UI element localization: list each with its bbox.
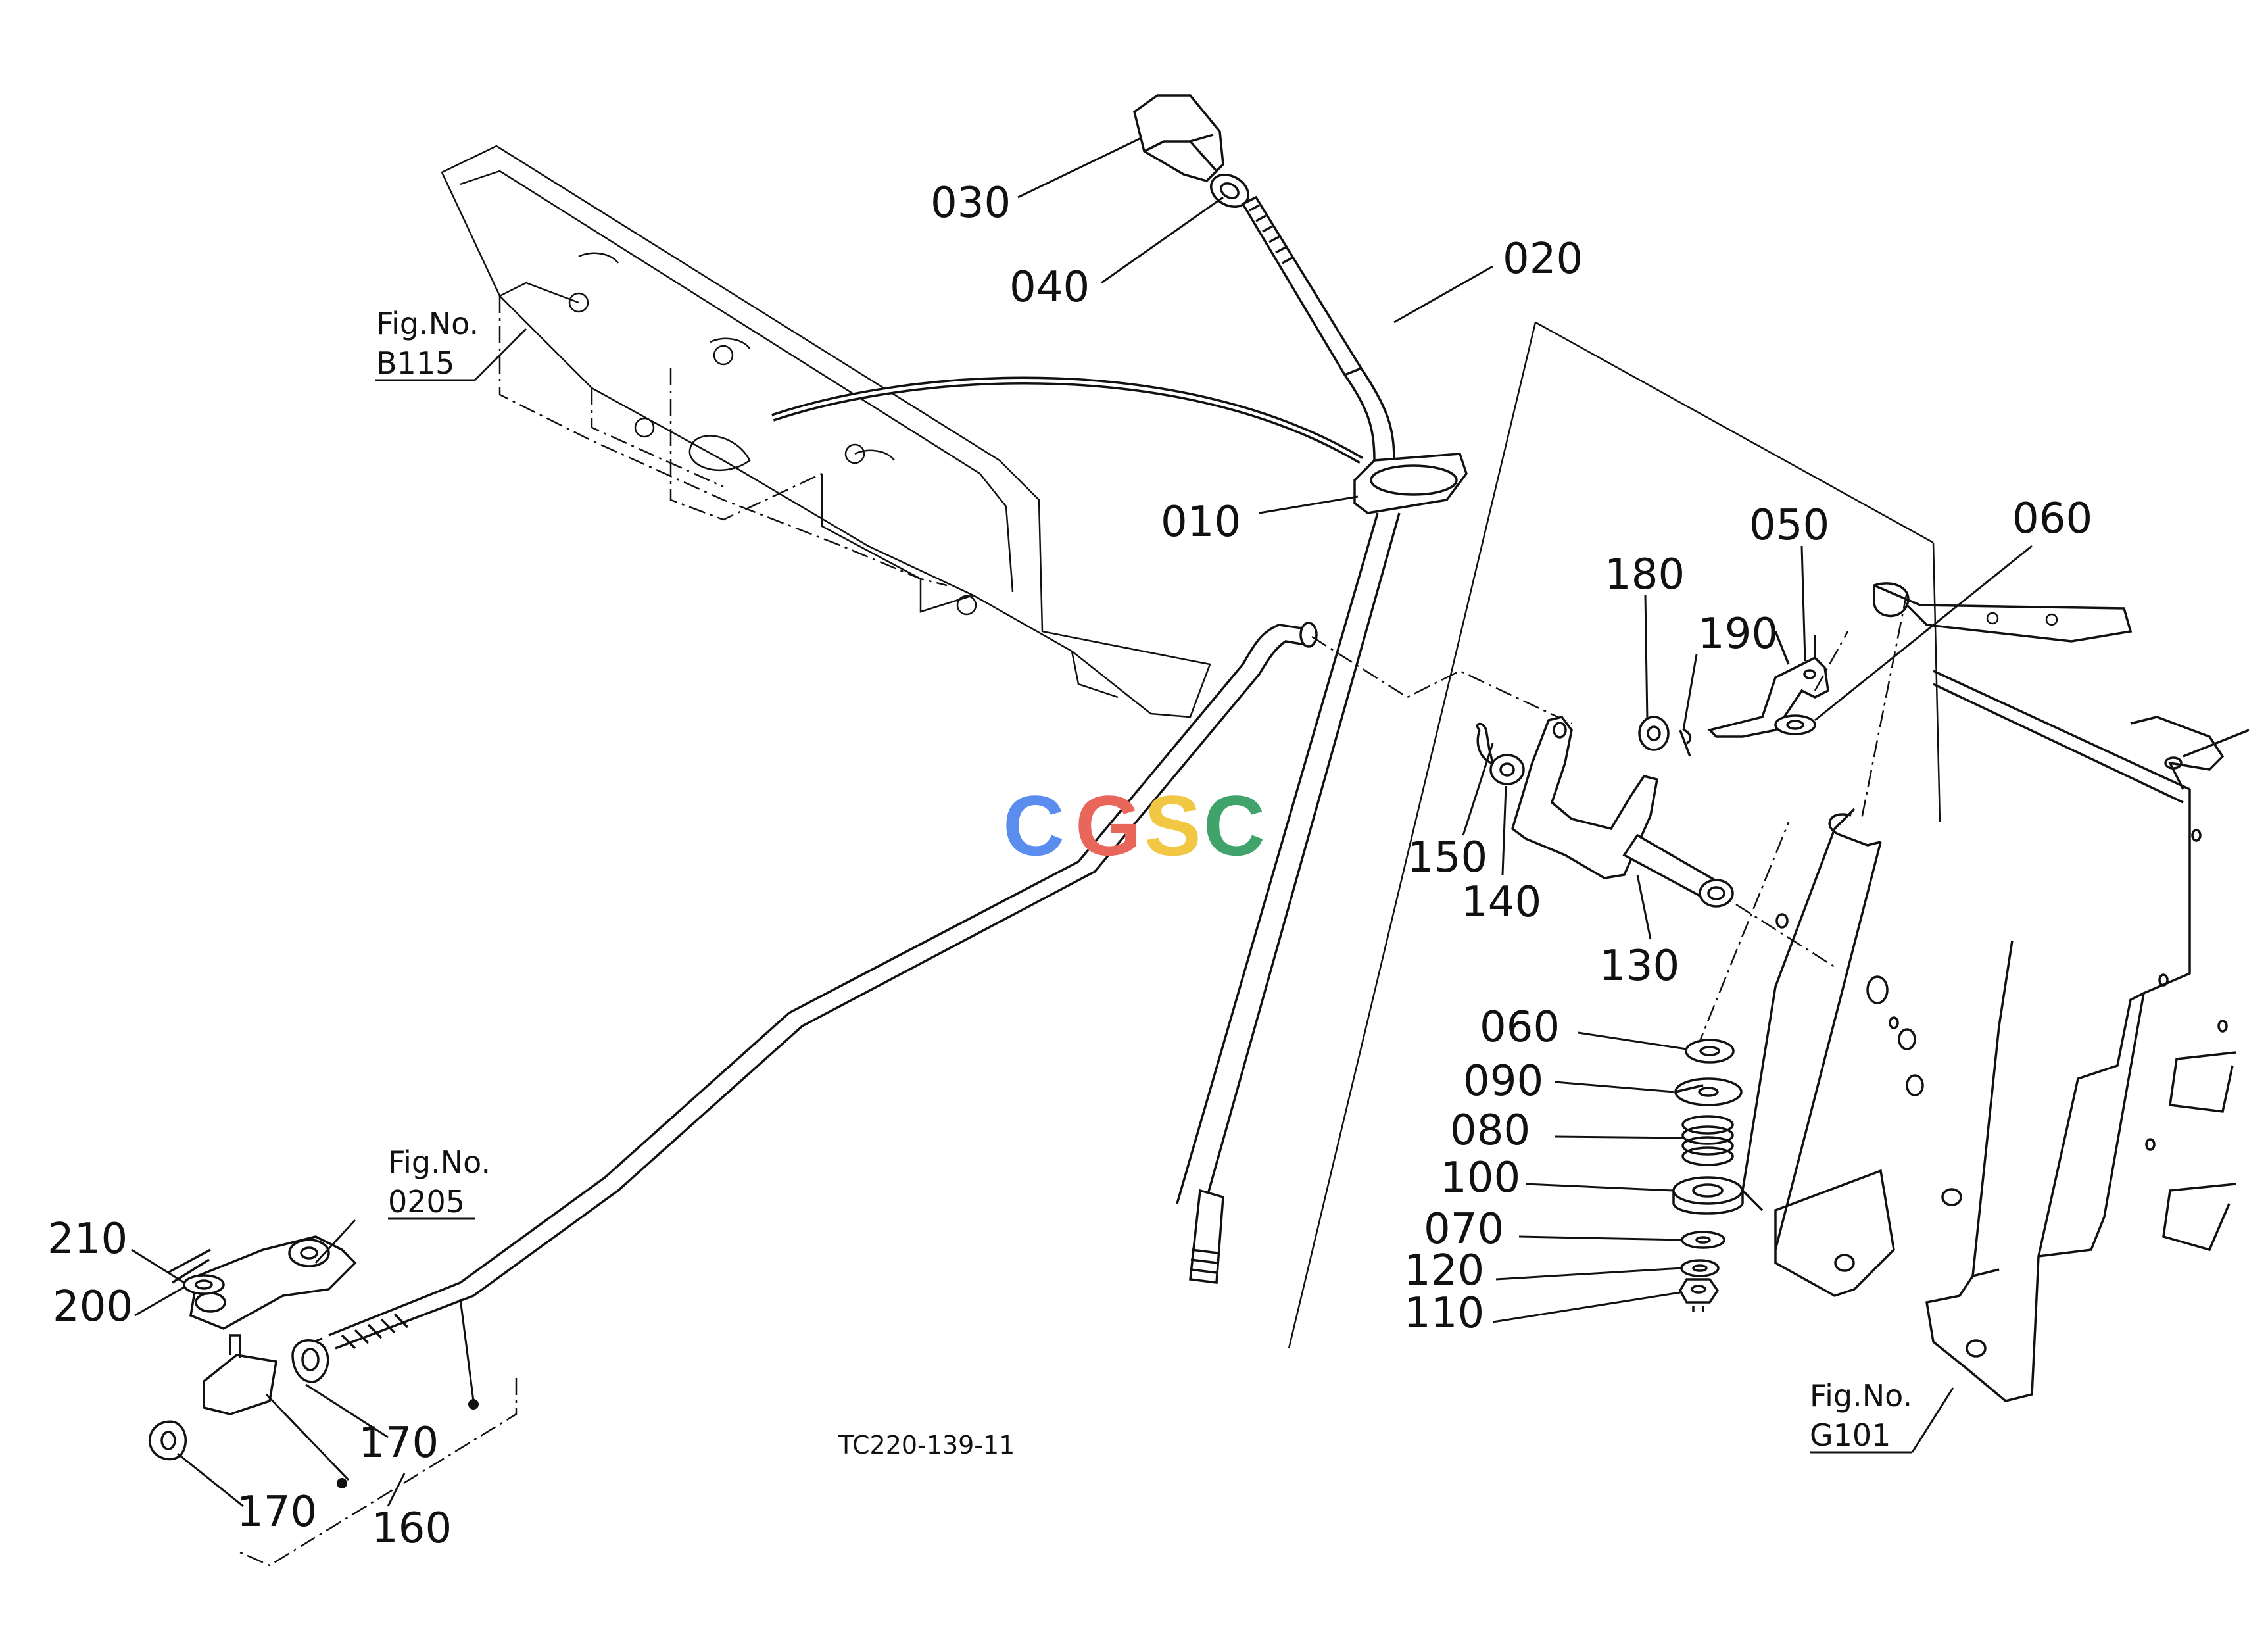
label-190: 190 (1698, 610, 1778, 658)
label-080: 080 (1450, 1106, 1530, 1155)
label-140: 140 (1461, 878, 1541, 927)
linkage-rod (302, 622, 1318, 1352)
label-050: 050 (1749, 501, 1829, 550)
label-210: 210 (47, 1215, 128, 1264)
carb-link-parts (149, 1235, 518, 1567)
label-060-stack: 060 (1480, 1003, 1560, 1052)
watermark-letter-2: G (1075, 777, 1142, 873)
watermark-letter-1: C (1003, 777, 1065, 873)
label-170-upper: 170 (358, 1419, 439, 1467)
label-010: 010 (1161, 498, 1241, 547)
fig-ref-0205-title: Fig.No. (388, 1144, 491, 1180)
fig-ref-b115-number: B115 (376, 345, 454, 381)
throttle-lever (1133, 94, 1468, 1284)
fig-ref-g101-title: Fig.No. (1810, 1378, 1912, 1413)
label-060-top: 060 (2012, 495, 2092, 543)
watermark-letter-3: S (1144, 777, 1201, 873)
label-090: 090 (1463, 1057, 1543, 1106)
leader-lines (131, 137, 2033, 1508)
fig-ref-b115-title: Fig.No. (376, 306, 479, 341)
frame-bracket (1288, 321, 2250, 1402)
label-120: 120 (1404, 1246, 1484, 1295)
label-150: 150 (1407, 833, 1487, 882)
label-020: 020 (1503, 235, 1583, 283)
part-labels: 030 040 020 010 050 060 180 190 150 140 … (47, 179, 2092, 1553)
spring-stack (1672, 822, 1790, 1312)
drawing-code: TC220-139-11 (838, 1431, 1015, 1460)
label-130: 130 (1599, 942, 1679, 991)
label-160: 160 (372, 1504, 452, 1553)
label-030: 030 (930, 179, 1011, 228)
label-070: 070 (1424, 1205, 1504, 1254)
label-110: 110 (1404, 1289, 1484, 1338)
cgsc-watermark: C G S C (1003, 777, 1265, 873)
watermark-letter-4: C (1203, 777, 1265, 873)
figure-references: Fig.No. B115 Fig.No. 0205 Fig.No. G101 (376, 306, 1912, 1453)
fig-ref-g101-number: G101 (1810, 1417, 1891, 1453)
label-200: 200 (53, 1283, 133, 1331)
label-170-lower: 170 (237, 1488, 317, 1536)
label-100: 100 (1440, 1154, 1520, 1202)
label-180: 180 (1604, 551, 1685, 599)
label-040: 040 (1009, 263, 1090, 312)
lever-arm-assembly (1476, 631, 1849, 968)
fig-ref-0205-number: 0205 (388, 1184, 465, 1219)
dashboard-panel (441, 145, 1211, 718)
